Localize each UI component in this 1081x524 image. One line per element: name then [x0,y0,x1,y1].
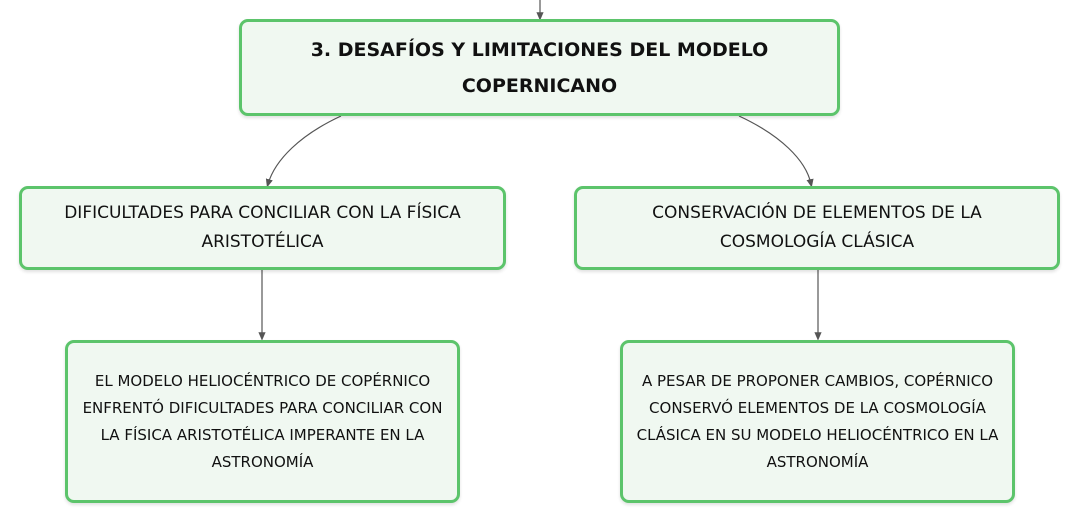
branch-node-fisica-aristotelica[interactable]: DIFICULTADES PARA CONCILIAR CON LA FÍSIC… [19,186,506,270]
branch-label: DIFICULTADES PARA CONCILIAR CON LA FÍSIC… [64,203,461,252]
detail-text: A PESAR DE PROPONER CAMBIOS, COPÉRNICO C… [636,371,999,471]
root-to-left-branch-connector [265,115,342,188]
detail-node-cosmologia-clasica[interactable]: A PESAR DE PROPONER CAMBIOS, COPÉRNICO C… [620,340,1015,503]
branch-node-cosmologia-clasica[interactable]: CONSERVACIÓN DE ELEMENTOS DE LA COSMOLOG… [574,186,1060,270]
root-topic-title: 3. DESAFÍOS Y LIMITACIONES DEL MODELO CO… [310,38,769,97]
detail-text: EL MODELO HELIOCÉNTRICO DE COPÉRNICO ENF… [82,371,443,471]
root-topic-node[interactable]: 3. DESAFÍOS Y LIMITACIONES DEL MODELO CO… [239,19,840,116]
detail-node-fisica-aristotelica[interactable]: EL MODELO HELIOCÉNTRICO DE COPÉRNICO ENF… [65,340,460,503]
branch-label: CONSERVACIÓN DE ELEMENTOS DE LA COSMOLOG… [652,203,982,252]
root-to-right-branch-connector [738,115,814,188]
